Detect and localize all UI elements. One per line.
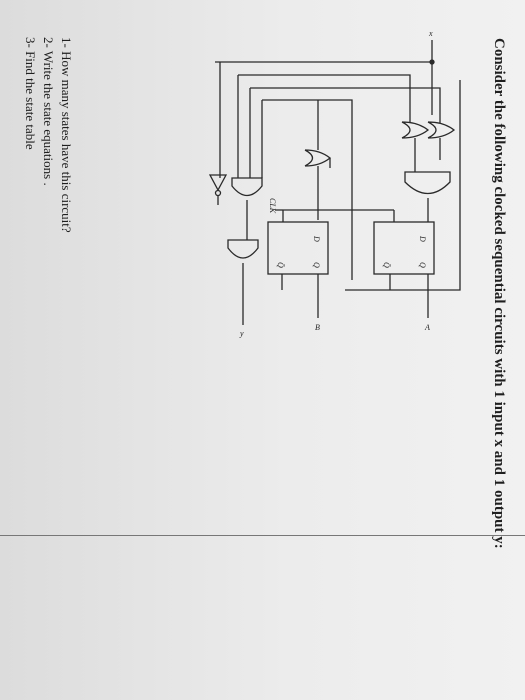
flipflop-a [373, 221, 435, 275]
page-divider [0, 535, 525, 536]
or-gate [427, 121, 456, 139]
question-2: 2- Write the state equations . [41, 37, 56, 186]
feedback-wire [238, 74, 411, 115]
flipflop-b [267, 221, 329, 275]
and-gate [231, 177, 263, 197]
and-gate [404, 171, 451, 195]
question-1: 1- How many states have this circuit? [59, 37, 74, 233]
feedback-wire [345, 80, 461, 291]
output-y-label: y [239, 329, 244, 338]
output-a-label: A [424, 323, 430, 332]
or-gate [401, 121, 430, 139]
svg-text:Q̄: Q̄ [276, 262, 285, 268]
inverter-gate [208, 174, 228, 192]
output-b-label: B [315, 323, 320, 332]
or-gate [304, 149, 332, 167]
svg-text:D: D [418, 235, 427, 242]
feedback-wire [262, 99, 353, 280]
flipflop-b-pins: D Q Q̄ [276, 235, 321, 268]
flipflop-a-pins: D Q Q̄ [382, 235, 427, 268]
svg-text:Q: Q [418, 262, 427, 268]
svg-text:Q̄: Q̄ [382, 262, 391, 268]
input-x-label: x [428, 29, 433, 38]
feedback-wire [250, 87, 441, 115]
question-3: 3- Find the state table [23, 37, 38, 150]
svg-text:D: D [312, 235, 321, 242]
svg-text:Q: Q [312, 262, 321, 268]
clock-label: CLK [268, 198, 277, 214]
and-gate [227, 239, 259, 259]
